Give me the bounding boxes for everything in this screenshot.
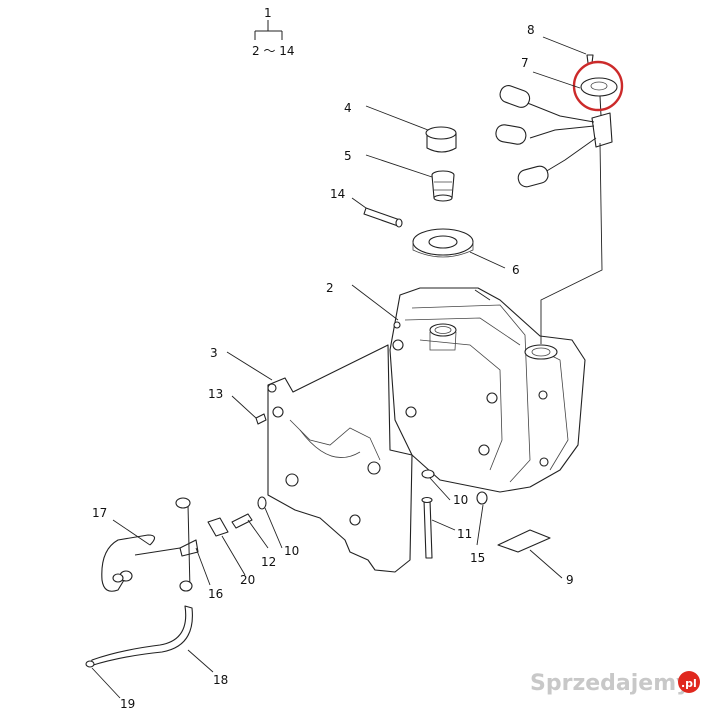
callout-12: 12 [261, 555, 276, 569]
fuel-line-assembly [85, 497, 229, 668]
nut-10-b [257, 496, 267, 510]
watermark: Sprzedajemy .pl [530, 671, 700, 696]
watermark-text: Sprzedajemy [530, 671, 691, 696]
group-number-label: 1 [264, 6, 272, 20]
callout-15: 15 [470, 551, 485, 565]
strainer [431, 170, 455, 202]
callout-20: 20 [240, 573, 255, 587]
callout-19: 19 [120, 697, 135, 711]
callout-10-b: 10 [284, 544, 299, 558]
bolt-13 [255, 413, 267, 425]
filler-ring [412, 228, 474, 258]
callout-5: 5 [344, 149, 352, 163]
group-bracket: 1 2 ～ 14 [252, 6, 295, 58]
nut-10-a [421, 469, 435, 479]
callout-3: 3 [210, 346, 218, 360]
pin [363, 207, 403, 228]
callout-13: 13 [208, 387, 223, 401]
group-range-label: 2 ～ 14 [252, 44, 295, 58]
collar [231, 513, 253, 529]
leader-lines [91, 36, 603, 699]
callout-6: 6 [512, 263, 520, 277]
callout-8: 8 [527, 23, 535, 37]
callout-17: 17 [92, 506, 107, 520]
callout-7: 7 [521, 56, 529, 70]
callout-4: 4 [344, 101, 352, 115]
fuel-sender [495, 77, 618, 188]
callout-labels: 2 3 4 5 6 7 8 9 10 10 10 11 12 13 14 15 … [92, 23, 574, 711]
filler-cap [425, 126, 457, 153]
nut-15 [476, 491, 488, 505]
fuel-tank [389, 287, 586, 493]
callout-11: 11 [457, 527, 472, 541]
callout-18: 18 [213, 673, 228, 687]
long-bolt [421, 496, 433, 559]
tank-bracket [267, 344, 413, 573]
watermark-dot-badge [678, 671, 700, 693]
callout-2: 2 [326, 281, 334, 295]
pad [497, 529, 551, 553]
callout-16: 16 [208, 587, 223, 601]
callout-9: 9 [566, 573, 574, 587]
callout-10-a: 10 [453, 493, 468, 507]
watermark-dot-text: .pl [681, 677, 697, 690]
callout-14: 14 [330, 187, 345, 201]
